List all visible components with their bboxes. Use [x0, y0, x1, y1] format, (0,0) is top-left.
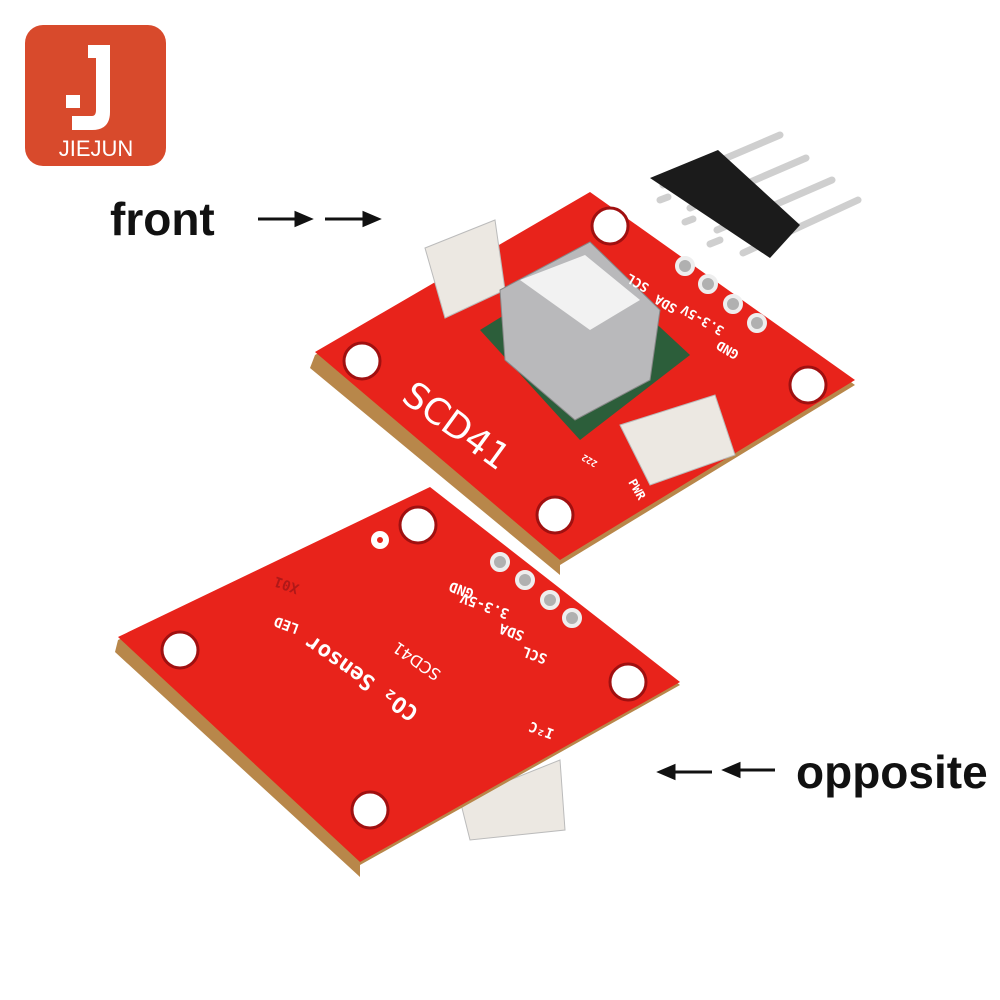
front-label: front [110, 193, 215, 245]
front-board: SCL SDA 3.3-5V GND PWR 222 SCD41 [310, 192, 855, 575]
front-arrows [258, 210, 382, 228]
opposite-label: opposite [796, 746, 988, 798]
opposite-arrows [656, 761, 775, 781]
back-board: GND 3.3-5V SDA SCL LED I²C X01 CO₂ Senso… [115, 487, 680, 877]
logo-brand-text: JIEJUN [59, 136, 134, 161]
gear-icon [371, 531, 389, 549]
header-pins [650, 131, 862, 258]
jiejun-logo: JIEJUN [25, 25, 166, 166]
